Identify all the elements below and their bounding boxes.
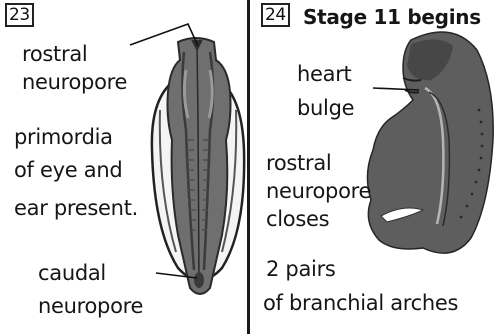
label-neuropore-rostral: neuropore	[22, 71, 127, 94]
label-bulge: bulge	[297, 97, 354, 120]
label-primordia: primordia	[14, 126, 113, 149]
label-rostral-24: rostral	[266, 152, 331, 175]
panel-24-lateral-view: 24 Stage 11 begins heart bulge rostral n…	[253, 0, 504, 334]
label-of-branchial-arches: of branchial arches	[263, 292, 458, 315]
label-rostral: rostral	[22, 43, 87, 66]
panel-24-title: Stage 11 begins	[303, 6, 481, 29]
panel-number-23: 23	[5, 3, 34, 27]
panel-number-24: 24	[261, 3, 290, 27]
label-2-pairs: 2 pairs	[266, 258, 336, 281]
label-caudal: caudal	[38, 262, 106, 285]
panel-23-dorsal-view: 23 rostral neuropore primordia of eye an…	[0, 0, 250, 334]
label-closes: closes	[266, 208, 329, 231]
label-of-eye-and: of eye and	[14, 159, 122, 182]
label-ear-present: ear present.	[14, 197, 138, 220]
caudal-neuropore-opening	[194, 272, 204, 288]
label-neuropore-24: neuropore	[266, 180, 371, 203]
label-neuropore-caudal: neuropore	[38, 295, 143, 318]
label-heart: heart	[297, 63, 351, 86]
